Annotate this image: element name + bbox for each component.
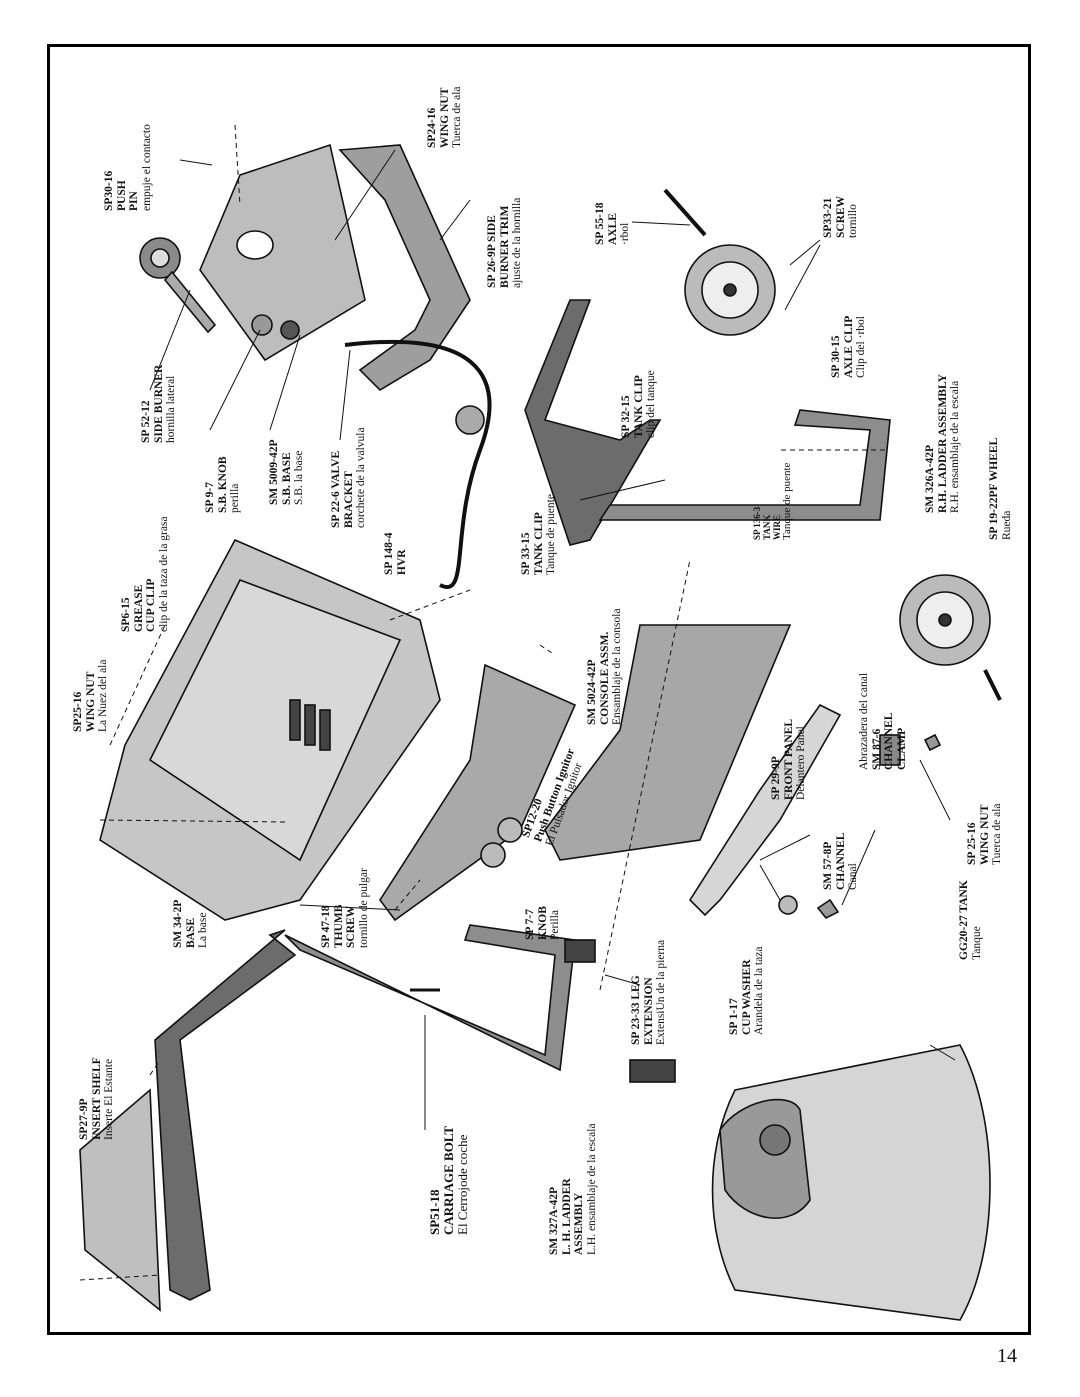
page-number: 14 xyxy=(997,1345,1017,1367)
label-part-number: SP30-16 xyxy=(103,170,115,211)
page-border xyxy=(47,44,1031,1335)
console-shape xyxy=(544,624,792,861)
cup-washer-shape xyxy=(778,895,798,915)
knob-shape xyxy=(480,842,506,868)
leg-extension-lower xyxy=(629,1059,676,1083)
sb-knob-shape xyxy=(251,314,273,336)
lh-ladder-frame xyxy=(154,929,297,1301)
wing-nut-shape xyxy=(816,898,840,920)
tank-valve-shape xyxy=(759,1124,791,1156)
side-burner-hole xyxy=(236,230,274,260)
rh-ladder-frame xyxy=(524,299,662,546)
control-panel-shape xyxy=(379,663,577,922)
channel-clamp-shape xyxy=(879,734,901,766)
insert-shelf-shape xyxy=(79,1088,161,1312)
side-burner-trim-shape xyxy=(338,144,471,392)
axle-shape xyxy=(663,188,707,237)
hvr-hose xyxy=(344,339,492,589)
regulator-shape xyxy=(455,405,485,435)
channel-shape xyxy=(688,703,842,917)
side-burner-base-shape xyxy=(199,143,366,362)
leg-extension-upper xyxy=(564,939,596,963)
